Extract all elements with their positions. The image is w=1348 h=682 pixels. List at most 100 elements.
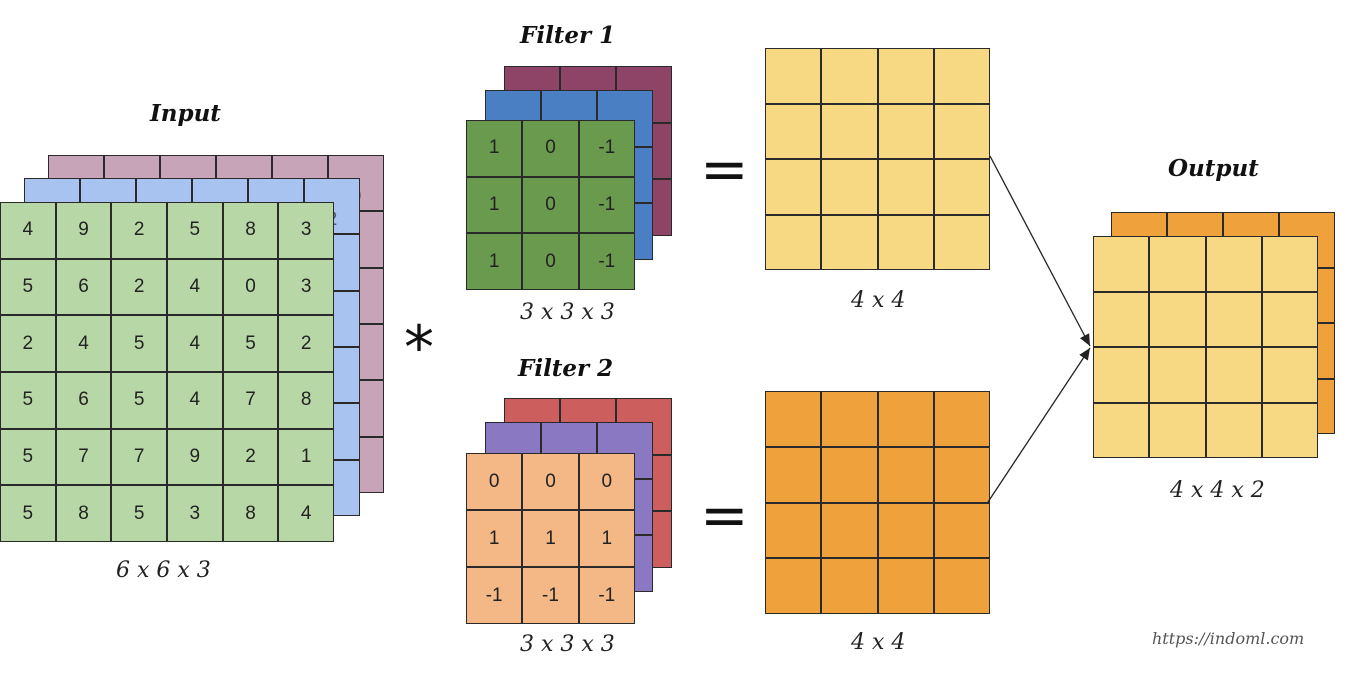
input-channel-1-cell: 5 (222, 315, 279, 372)
input-channel-1-cell: 5 (0, 428, 56, 486)
output-channel-1 (1093, 236, 1318, 458)
filter1-channel-1-cell: 1 (466, 120, 523, 177)
filter2-channel-1-cell: 0 (466, 453, 523, 510)
conv1-cell (765, 159, 822, 215)
output-channel-1-cell (1261, 402, 1318, 458)
filter1-dims: 3 x 3 x 3 (520, 300, 615, 325)
output-channel-1-cell (1093, 236, 1150, 292)
filter1-title: Filter 1 (520, 22, 616, 49)
input-dims: 6 x 6 x 3 (116, 558, 211, 583)
output-channel-1-cell (1261, 291, 1318, 347)
input-channel-1-cell: 3 (278, 202, 334, 259)
filter1-channel-1-cell: 0 (522, 176, 579, 234)
input-channel-1-cell: 4 (167, 258, 223, 316)
input-channel-1-cell: 2 (222, 428, 279, 486)
filter2-channel-1-cell: 0 (522, 453, 579, 510)
conv1-dims: 4 x 4 (851, 288, 906, 313)
conv1-cell (877, 159, 934, 215)
arrow-conv1-to-output (989, 155, 1091, 347)
conv1-cell (765, 48, 822, 104)
output-channel-1-cell (1205, 236, 1262, 292)
conv2-cell (877, 446, 934, 503)
conv2-cell (933, 502, 990, 559)
input-channel-1-cell: 2 (278, 315, 334, 372)
conv2-cell (877, 502, 934, 559)
output-channel-1-cell (1093, 402, 1150, 458)
conv2-feature-map (765, 391, 990, 614)
output-channel-1-cell (1149, 402, 1206, 458)
conv1-cell (933, 48, 990, 104)
conv2-cell (877, 558, 934, 614)
input-channel-1-cell: 5 (0, 258, 56, 316)
output-channel-1-cell (1205, 291, 1262, 347)
input-channel-1-cell: 8 (278, 372, 334, 429)
filter1-channel-1-cell: 1 (466, 233, 523, 290)
filter2-title: Filter 2 (518, 355, 614, 382)
conv1-cell (765, 214, 822, 270)
conv1-feature-map (765, 48, 990, 270)
filter2-channel-1-cell: 1 (466, 510, 523, 567)
input-channel-1-cell: 6 (55, 372, 112, 429)
input-channel-1-cell: 5 (0, 485, 56, 542)
input-channel-1-cell: 9 (55, 202, 112, 259)
filter2-channel-1-cell: -1 (466, 567, 523, 624)
conv2-cell (933, 391, 990, 447)
conv1-cell (933, 159, 990, 215)
filter1-channel-1-cell: -1 (578, 176, 635, 234)
output-channel-1-cell (1149, 236, 1206, 292)
conv1-cell (933, 214, 990, 270)
conv1-cell (877, 214, 934, 270)
conv2-cell (821, 446, 878, 503)
filter2-channel-1-cell: 1 (578, 510, 635, 567)
input-channel-1-cell: 0 (222, 258, 279, 316)
conv1-cell (821, 159, 878, 215)
conv1-cell (821, 48, 878, 104)
source-credit: https://indoml.com (1152, 629, 1305, 648)
input-channel-1-cell: 2 (111, 258, 167, 316)
filter1-channel-1-cell: -1 (578, 233, 635, 290)
conv2-cell (765, 446, 822, 503)
conv2-cell (821, 502, 878, 559)
output-channel-1-cell (1261, 347, 1318, 403)
conv1-cell (821, 103, 878, 159)
conv2-cell (765, 558, 822, 614)
input-channel-1-cell: 9 (167, 428, 223, 486)
conv1-cell (933, 103, 990, 159)
output-channel-1-cell (1093, 291, 1150, 347)
output-channel-1-cell (1261, 236, 1318, 292)
conv1-cell (821, 214, 878, 270)
input-channel-1-cell: 4 (167, 372, 223, 429)
conv1-cell (877, 103, 934, 159)
conv1-cell (877, 48, 934, 104)
input-channel-1-cell: 7 (111, 428, 167, 486)
output-channel-1-cell (1205, 347, 1262, 403)
conv2-cell (765, 391, 822, 447)
input-title: Input (150, 100, 221, 127)
input-channel-1-cell: 2 (111, 202, 167, 259)
conv2-cell (821, 391, 878, 447)
convolution-operator: * (404, 313, 434, 383)
input-channel-1-cell: 6 (55, 258, 112, 316)
filter2-channel-1-cell: -1 (578, 567, 635, 624)
filter2-channel-1-cell: 1 (522, 510, 579, 567)
filter1-channel-1-cell: -1 (578, 120, 635, 177)
input-channel-1-cell: 5 (111, 372, 167, 429)
output-channel-1-cell (1205, 402, 1262, 458)
filter1-channel-1-cell: 0 (522, 120, 579, 177)
filter2-channel-1-cell: 0 (578, 453, 635, 510)
input-channel-1-cell: 4 (55, 315, 112, 372)
input-channel-1-cell: 1 (278, 428, 334, 486)
filter1-channel-1-cell: 1 (466, 176, 523, 234)
input-channel-1-cell: 4 (278, 485, 334, 542)
input-channel-1-cell: 5 (111, 315, 167, 372)
input-channel-1-cell: 3 (278, 258, 334, 316)
input-channel-1-cell: 4 (0, 202, 56, 259)
input-channel-1-cell: 2 (0, 315, 56, 372)
filter2-dims: 3 x 3 x 3 (520, 632, 615, 657)
equals-sign-top: = (700, 135, 749, 203)
input-channel-1-cell: 3 (167, 485, 223, 542)
equals-sign-bottom: = (700, 481, 749, 549)
input-channel-1-cell: 5 (0, 372, 56, 429)
